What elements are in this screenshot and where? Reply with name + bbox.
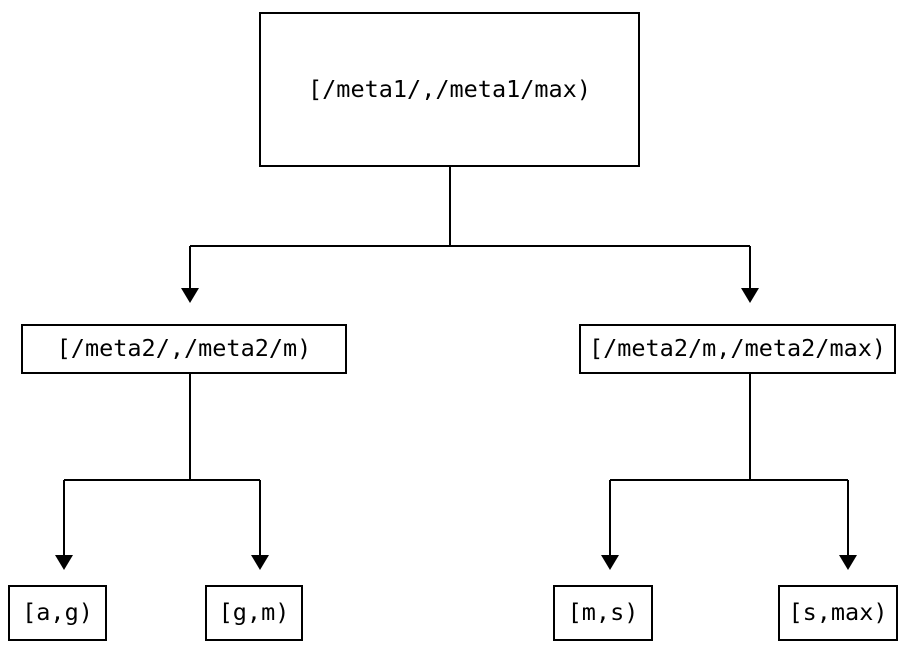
node-leaf-s-max[interactable]: [s,max)	[778, 585, 898, 641]
arrowhead-to-mid-right	[741, 288, 759, 303]
arrowhead-to-leaf-s-max	[839, 555, 857, 570]
node-leaf-a-g[interactable]: [a,g)	[8, 585, 107, 641]
node-leaf-g-m-label: [g,m)	[218, 598, 290, 627]
arrowhead-to-leaf-g-m	[251, 555, 269, 570]
node-leaf-m-s-label: [m,s)	[567, 598, 639, 627]
node-leaf-m-s[interactable]: [m,s)	[553, 585, 653, 641]
node-leaf-a-g-label: [a,g)	[22, 598, 93, 627]
node-mid-left-label: [/meta2/,/meta2/m)	[56, 334, 312, 363]
node-leaf-s-max-label: [s,max)	[788, 598, 888, 627]
arrowhead-to-leaf-a-g	[55, 555, 73, 570]
arrowhead-to-leaf-m-s	[601, 555, 619, 570]
node-leaf-g-m[interactable]: [g,m)	[205, 585, 303, 641]
node-root-label: [/meta1/,/meta1/max)	[308, 74, 591, 103]
node-mid-right[interactable]: [/meta2/m,/meta2/max)	[579, 324, 896, 374]
node-mid-right-label: [/meta2/m,/meta2/max)	[588, 334, 887, 363]
arrowhead-to-mid-left	[181, 288, 199, 303]
node-mid-left[interactable]: [/meta2/,/meta2/m)	[21, 324, 347, 374]
node-root[interactable]: [/meta1/,/meta1/max)	[259, 12, 640, 167]
